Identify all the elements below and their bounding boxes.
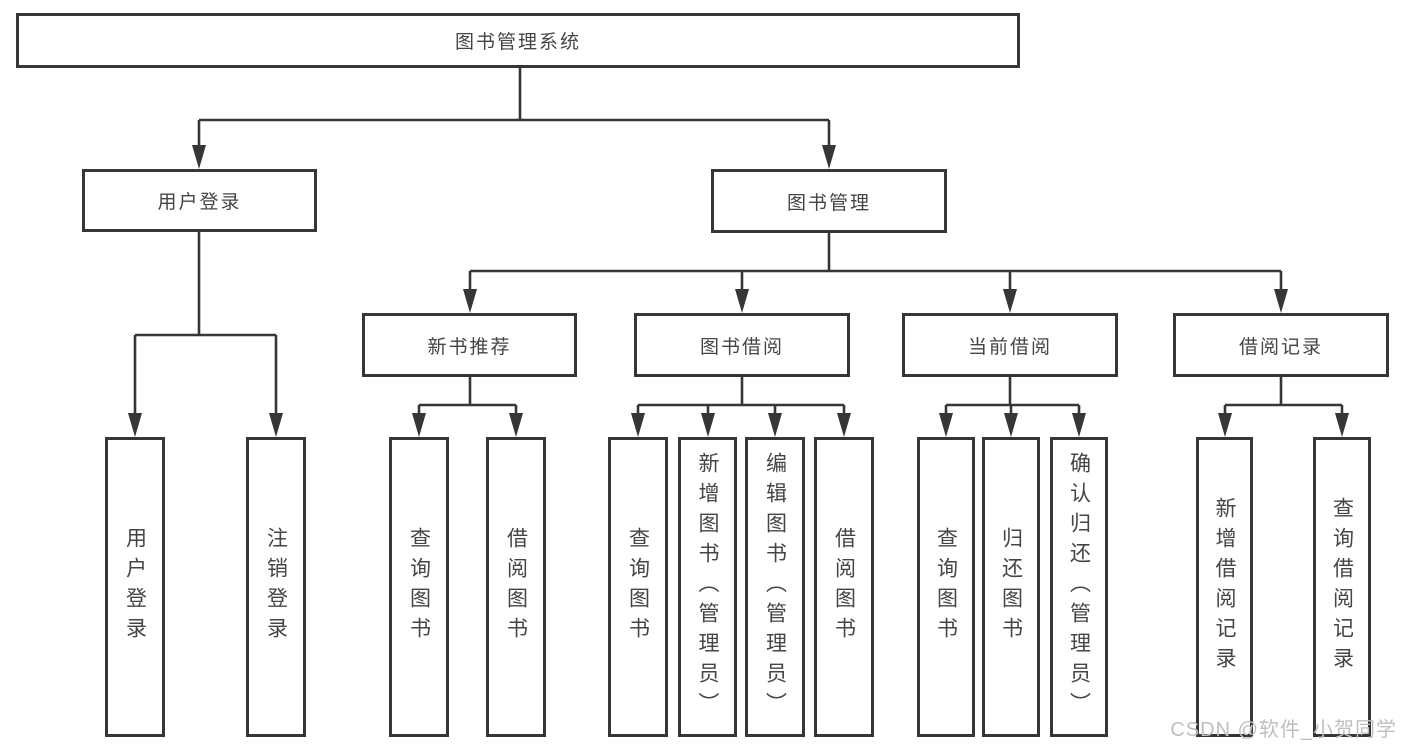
- node-label: 借阅图书: [504, 527, 528, 647]
- csdn-watermark: CSDN @软件_小贺同学: [1170, 719, 1397, 741]
- node-label: 当前借阅: [967, 336, 1052, 358]
- node-label: 新增图书（管理员）: [696, 452, 720, 722]
- node-user-login: 用户登录: [82, 169, 317, 232]
- node-borrowing-records: 借阅记录: [1173, 313, 1389, 377]
- node-label: 图书借阅: [699, 336, 784, 358]
- leaf-bb-add-books-admin: 新增图书（管理员）: [678, 437, 737, 737]
- node-label: 新增借阅记录: [1213, 497, 1237, 677]
- arrowheads: [128, 145, 1349, 437]
- node-book-borrowing: 图书借阅: [634, 313, 850, 377]
- node-label: 图书管理系统: [454, 32, 581, 53]
- leaf-bb-borrow-books: 借阅图书: [814, 437, 874, 737]
- node-label: 查询图书: [626, 527, 650, 647]
- node-label: 确认归还（管理员）: [1067, 452, 1091, 722]
- leaf-bb-edit-books-admin: 编辑图书（管理员）: [745, 437, 805, 737]
- leaf-nbr-query-books: 查询图书: [389, 437, 449, 737]
- leaf-br-query-record: 查询借阅记录: [1313, 437, 1371, 737]
- leaf-cb-confirm-return-admin: 确认归还（管理员）: [1050, 437, 1108, 737]
- node-label: 归还图书: [999, 527, 1023, 647]
- node-new-book-recommendation: 新书推荐: [362, 313, 577, 377]
- leaf-br-add-record: 新增借阅记录: [1196, 437, 1253, 737]
- leaf-nbr-borrow-books: 借阅图书: [486, 437, 546, 737]
- node-label: 用户登录: [157, 192, 242, 213]
- node-label: 查询图书: [934, 527, 958, 647]
- node-label: 查询借阅记录: [1330, 497, 1354, 677]
- node-library-management-system: 图书管理系统: [16, 13, 1020, 68]
- leaf-cb-return-books: 归还图书: [982, 437, 1040, 737]
- node-label: 借阅图书: [832, 527, 856, 647]
- leaf-bb-query-books: 查询图书: [608, 437, 668, 737]
- leaf-user-login: 用户登录: [105, 437, 165, 737]
- node-label: 借阅记录: [1238, 336, 1323, 358]
- node-book-management: 图书管理: [711, 169, 947, 233]
- node-label: 注销登录: [264, 527, 288, 647]
- leaf-cb-query-books: 查询图书: [917, 437, 975, 737]
- node-label: 新书推荐: [427, 336, 512, 358]
- node-label: 用户登录: [123, 527, 147, 647]
- node-label: 编辑图书（管理员）: [763, 452, 787, 722]
- node-label: 图书管理: [786, 192, 871, 214]
- node-label: 查询图书: [407, 527, 431, 647]
- node-current-borrowing: 当前借阅: [902, 313, 1118, 377]
- leaf-logout: 注销登录: [246, 437, 306, 737]
